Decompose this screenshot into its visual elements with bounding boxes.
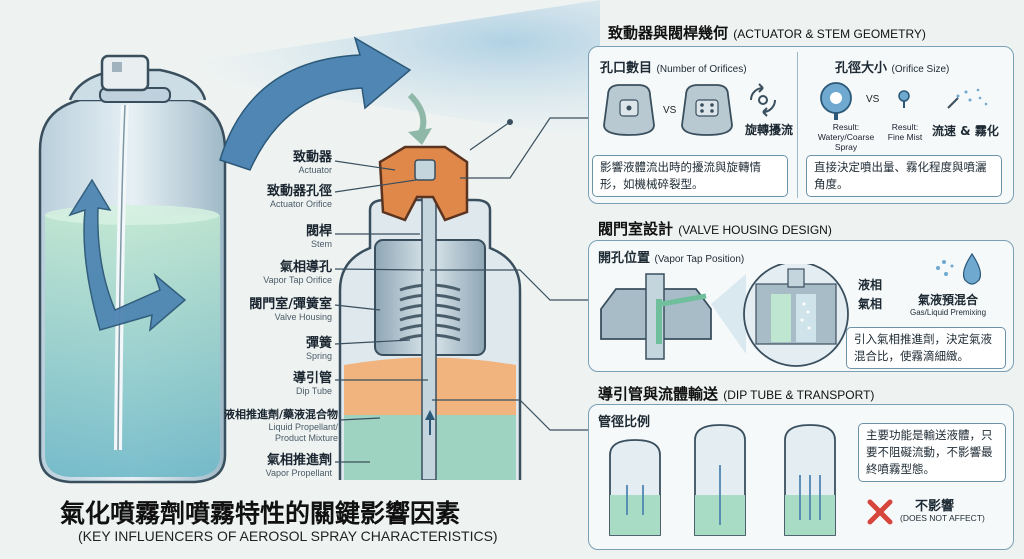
close-icon	[867, 499, 893, 525]
vapor-tap-illustration	[600, 264, 849, 367]
title-zh: 導引管與流體輸送	[598, 385, 719, 403]
size-subtitle: 孔徑大小 (Orifice Size)	[835, 57, 949, 76]
panel-divider	[797, 52, 798, 198]
title-en: (ACTUATOR & STEM GEOMETRY)	[733, 27, 926, 41]
sub-en: (Vapor Tap Position)	[654, 254, 745, 265]
flow-arrow	[219, 36, 412, 171]
part-en: Spring	[305, 351, 332, 361]
sub-en: (Number of Orifices)	[656, 64, 747, 75]
actuator-icon	[378, 145, 469, 222]
part-en: Stem	[310, 239, 332, 249]
part-en: Vapor Propellant	[265, 468, 332, 478]
spray-plume	[140, 0, 600, 171]
no-effect-label: 不影響	[915, 499, 955, 514]
valve-subtitle: 開孔位置 (Vapor Tap Position)	[598, 247, 744, 266]
part-zh: 彈簧	[305, 336, 332, 351]
result-large: Result: Watery/Coarse Spray	[817, 122, 875, 152]
orifice-count-comparison: VS	[603, 83, 776, 136]
title-en: (VALVE HOUSING DESIGN)	[678, 223, 832, 237]
orifices-note: 影響液體流出時的擾流與旋轉情形，如機械碎裂型。	[592, 155, 788, 197]
part-zh: 氣相推進劑	[266, 453, 332, 468]
sub-zh: 開孔位置	[598, 251, 651, 266]
orifice-size-comparison: VS	[820, 82, 988, 120]
vs-text: VS	[663, 105, 677, 116]
mixing-label-en: Gas/Liquid Premixing	[910, 308, 987, 317]
part-label-vapor-tap: 氣相導孔 Vapor Tap Orifice	[180, 256, 332, 285]
part-label-actuator: 致動器 Actuator	[180, 146, 332, 175]
part-label-stem: 閥桿 Stem	[180, 220, 332, 249]
sub-zh: 孔口數目	[600, 61, 653, 76]
title-en: (DIP TUBE & TRANSPORT)	[723, 388, 875, 402]
swirl-label: 旋轉擾流	[745, 123, 794, 137]
diptube-subtitle: 管徑比例	[598, 415, 651, 430]
diptube-panel-title: 導引管與流體輸送 (DIP TUBE & TRANSPORT)	[598, 383, 874, 404]
dip-tube-comparison	[609, 424, 836, 536]
swirl-icon	[750, 83, 776, 117]
part-zh: 氣相導孔	[279, 260, 332, 275]
part-label-valve-housing: 閥門室/彈簧室 Valve Housing	[180, 293, 332, 322]
actuator-panel-title: 致動器與閥桿幾何 (ACTUATOR & STEM GEOMETRY)	[608, 22, 926, 43]
valve-panel-title: 閥門室設計 (VALVE HOUSING DESIGN)	[598, 218, 832, 239]
droplet-icon	[936, 252, 982, 285]
part-en: Actuator Orifice	[269, 199, 332, 209]
aerosol-can-illustration	[38, 54, 227, 484]
part-en: Liquid Propellant/ Product Mixture	[268, 422, 338, 443]
mist-icon	[956, 88, 988, 106]
liquid-label: 液相	[858, 278, 883, 292]
part-en: Valve Housing	[274, 312, 332, 322]
main-title: 氣化噴霧劑噴霧特性的關鍵影響因素	[60, 499, 461, 528]
flow-label: 流速 & 霧化	[932, 124, 999, 138]
result-small: Result: Fine Mist	[887, 122, 923, 142]
sub-en: (Orifice Size)	[891, 64, 950, 75]
part-label-dip-tube: 導引管 Dip Tube	[180, 367, 332, 396]
part-zh: 閥門室/彈簧室	[249, 297, 332, 312]
title-zh: 閥門室設計	[598, 220, 674, 238]
mixing-label: 氣液預混合	[918, 293, 979, 307]
part-zh: 閥桿	[305, 224, 332, 239]
part-en: Vapor Tap Orifice	[263, 275, 332, 285]
size-note: 直接決定噴出量、霧化程度與噴灑角度。	[806, 155, 1002, 197]
svg-text:VS: VS	[866, 94, 880, 105]
part-label-liquid-mixture: 液相推進劑/藥液混合物 Liquid Propellant/ Product M…	[150, 406, 338, 444]
sub-zh: 孔徑大小	[835, 61, 888, 76]
part-en: Dip Tube	[295, 386, 332, 396]
part-zh: 致動器孔徑	[266, 184, 332, 199]
gas-label: 氣相	[858, 297, 883, 311]
part-zh: 導引管	[292, 371, 332, 386]
diptube-note: 主要功能是輸送液體，只要不阻礙流動，不影響最終噴霧型態。	[858, 423, 1006, 482]
no-effect-label-en: (DOES NOT AFFECT)	[900, 513, 985, 523]
part-label-spring: 彈簧 Spring	[180, 332, 332, 361]
part-en: Actuator	[298, 165, 332, 175]
part-label-actuator-orifice: 致動器孔徑 Actuator Orifice	[180, 180, 332, 209]
main-subtitle: (KEY INFLUENCERS OF AEROSOL SPRAY CHARAC…	[78, 528, 498, 544]
part-label-vapor-propellant: 氣相推進劑 Vapor Propellant	[180, 449, 332, 478]
title-zh: 致動器與閥桿幾何	[608, 24, 729, 42]
part-zh: 致動器	[292, 150, 332, 165]
valve-note: 引入氣相推進劑，決定氣液混合比，使霧滴細緻。	[846, 327, 1006, 369]
part-zh: 液相推進劑/藥液混合物	[223, 408, 338, 421]
orifices-subtitle: 孔口數目 (Number of Orifices)	[600, 57, 747, 76]
